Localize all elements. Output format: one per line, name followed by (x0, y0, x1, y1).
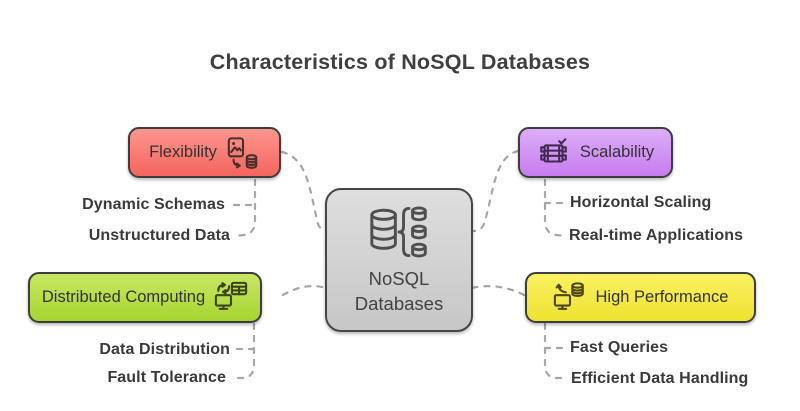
branch-distributed-computing-label: Distributed Computing (41, 288, 206, 306)
leaf-efficient-data-handling: Efficient Data Handling (571, 370, 749, 387)
connector-scalability-children (543, 178, 568, 238)
server-rack-check-icon (540, 137, 567, 163)
diagram-title: Characteristics of NoSQL Databases (209, 50, 591, 74)
connector-flexibility-children (233, 178, 257, 238)
branch-flexibility-label: Flexibility (149, 143, 217, 161)
leaf-fast-queries: Fast Queries (570, 339, 669, 356)
database-cluster-icon (370, 206, 427, 258)
branch-high-performance: High Performance (525, 272, 756, 323)
leaf-horizontal-scaling: Horizontal Scaling (570, 194, 712, 211)
computer-to-database-icon (553, 281, 584, 310)
leaf-dynamic-schemas: Dynamic Schemas (82, 196, 225, 213)
central-label-line1: NoSQL (368, 268, 430, 290)
leaf-real-time-applications: Real-time Applications (569, 227, 744, 244)
connector-performance-center (470, 285, 526, 297)
connector-scalability-center (471, 149, 520, 233)
branch-flexibility: Flexibility (128, 127, 281, 178)
connector-flexibility-center (280, 150, 329, 232)
branch-high-performance-label: High Performance (595, 288, 729, 306)
connector-performance-children (543, 322, 568, 380)
leaf-data-distribution: Data Distribution (99, 341, 230, 358)
central-label-line2: Databases (354, 293, 444, 314)
branch-distributed-computing: Distributed Computing (28, 272, 262, 323)
branch-scalability: Scalability (518, 127, 673, 178)
central-node: NoSQL Databases (325, 188, 473, 332)
leaf-fault-tolerance: Fault Tolerance (107, 369, 226, 386)
file-to-database-icon (227, 136, 258, 169)
leaf-unstructured-data: Unstructured Data (88, 227, 230, 244)
computer-sync-table-icon (214, 281, 248, 310)
connector-distributed-center (281, 285, 328, 297)
branch-scalability-label: Scalability (579, 143, 655, 161)
central-node-label: NoSQL Databases (355, 267, 443, 317)
connector-distributed-children (232, 322, 256, 380)
